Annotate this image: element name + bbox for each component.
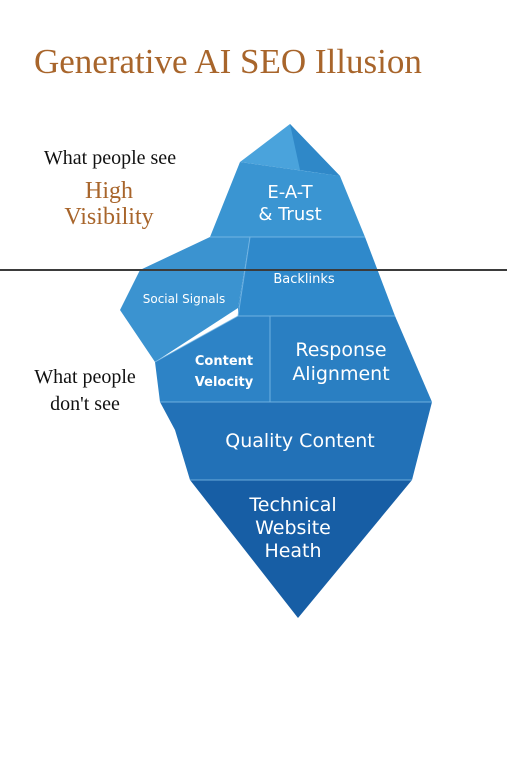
divider-line <box>237 236 251 317</box>
hidden-heading-line2: don't see <box>50 393 120 415</box>
divider-line <box>154 315 239 363</box>
segment-content-velocity <box>155 316 270 402</box>
label-content-velocity: Content Velocity <box>186 351 262 393</box>
segment-quality-content <box>160 402 432 480</box>
segment-social-signals <box>120 237 250 362</box>
segment-response-alignment <box>270 316 432 402</box>
visible-heading: What people see <box>43 147 177 169</box>
label-content-velocity-line2: Velocity <box>194 375 254 390</box>
label-response-alignment-line2: Alignment <box>292 363 390 385</box>
label-technical-health: Technical Website Heath <box>230 494 356 563</box>
label-backlinks: Backlinks <box>273 272 335 287</box>
label-quality-content: Quality Content <box>225 430 375 452</box>
label-eat-trust-line2: & Trust <box>258 204 322 225</box>
segment-technical-health <box>190 480 412 618</box>
label-technical-line1: Technical <box>249 494 337 516</box>
label-eat-trust-line1: E-A-T <box>267 182 313 203</box>
label-content-velocity-line1: Content <box>194 354 254 369</box>
label-eat-trust: E-A-T & Trust <box>240 182 340 226</box>
label-response-alignment: Response Alignment <box>280 338 402 386</box>
segment-backlinks <box>238 237 395 316</box>
diagram-title: Generative AI SEO Illusion <box>34 42 422 81</box>
label-technical-line2: Website <box>255 517 331 539</box>
hidden-heading-line1: What people <box>34 366 136 388</box>
label-technical-line3: Heath <box>264 540 322 562</box>
visible-highlight-line1: High <box>85 178 133 204</box>
visible-highlight: High Visibility <box>44 178 174 230</box>
segment-eat-trust <box>210 162 365 237</box>
visible-highlight-line2: Visibility <box>64 204 154 230</box>
waterline <box>0 269 507 271</box>
label-response-alignment-line1: Response <box>295 339 387 361</box>
hidden-heading: What people don't see <box>20 364 150 418</box>
label-social-signals: Social Signals <box>142 292 226 306</box>
iceberg-tip-facet <box>290 124 340 176</box>
